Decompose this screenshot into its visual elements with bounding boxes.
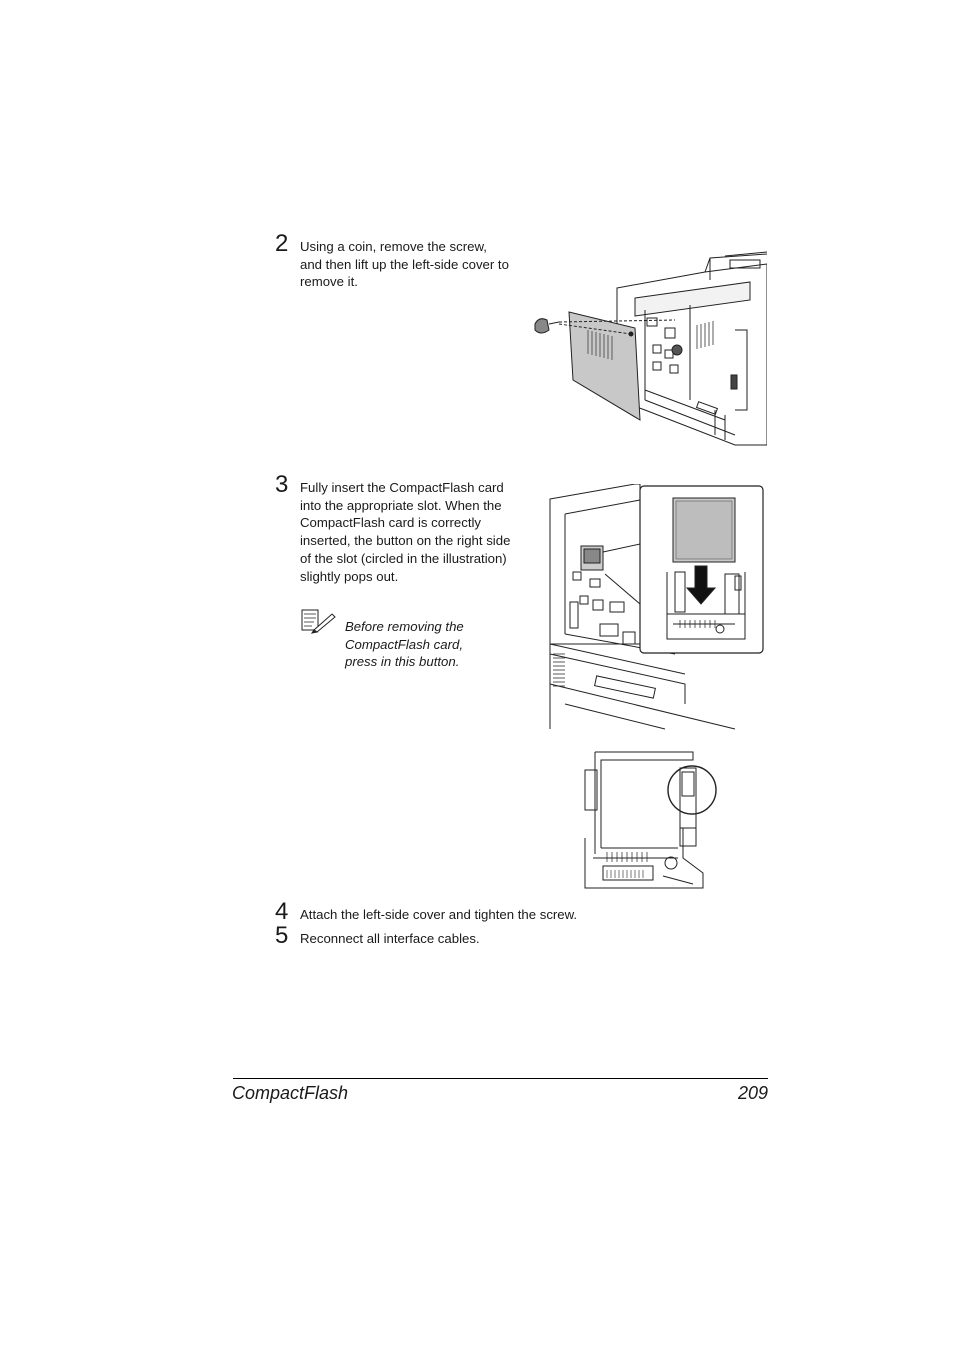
step-5-number: 5 bbox=[275, 922, 289, 949]
step-5-text: Reconnect all interface cables. bbox=[300, 931, 480, 946]
step-4-number: 4 bbox=[275, 898, 289, 925]
footer-divider bbox=[233, 1078, 768, 1079]
footer-section-title: CompactFlash bbox=[232, 1083, 349, 1103]
printer-side-cover-illustration bbox=[534, 251, 767, 446]
step-2-text: Using a coin, remove the screw, and then… bbox=[300, 239, 509, 290]
compactflash-button-closeup-illustration bbox=[584, 751, 717, 889]
compactflash-insertion-illustration bbox=[549, 484, 764, 730]
step-3-number: 3 bbox=[275, 471, 289, 498]
note-pencil-icon bbox=[301, 609, 336, 634]
step-2-number: 2 bbox=[275, 230, 289, 257]
footer-page-number: 209 bbox=[737, 1083, 768, 1103]
step-3-text: Fully insert the CompactFlash card into … bbox=[300, 480, 511, 584]
note-text: Before removing the CompactFlash card, p… bbox=[345, 619, 464, 670]
step-4-text: Attach the left-side cover and tighten t… bbox=[300, 907, 578, 922]
